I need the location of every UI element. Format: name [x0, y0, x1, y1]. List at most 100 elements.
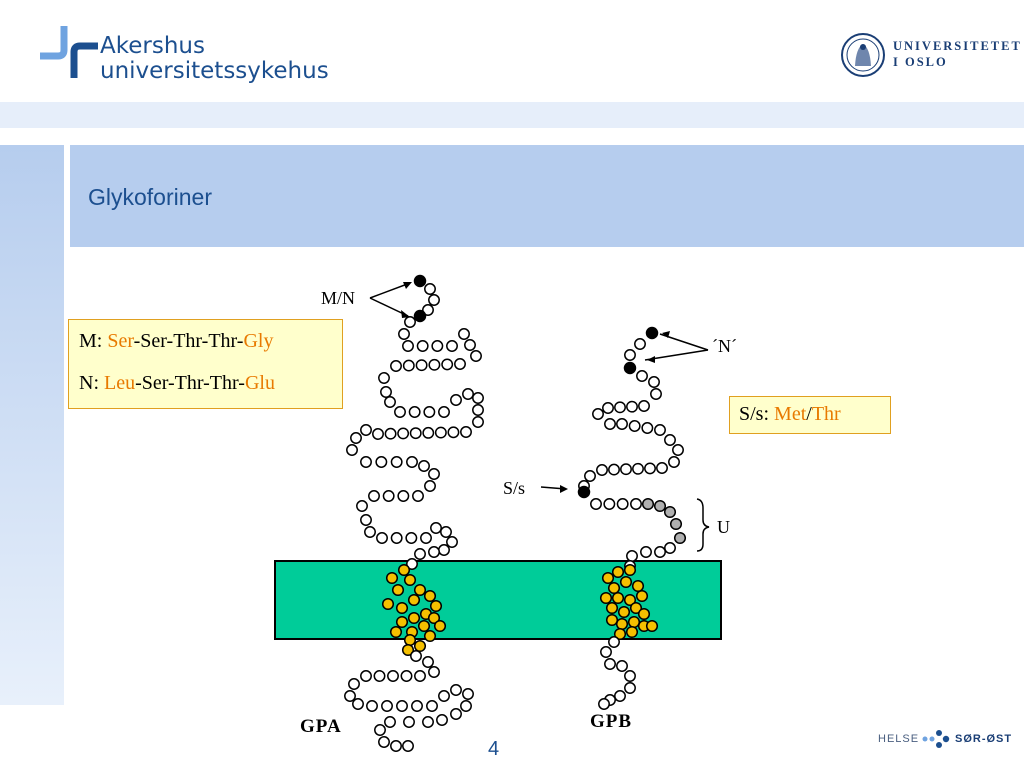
residue-bead: [406, 558, 418, 570]
transmembrane-residue-bead: [423, 589, 437, 603]
transmembrane-residue-bead: [627, 615, 641, 629]
residue-bead: [412, 490, 424, 502]
residue-bead: [418, 460, 430, 472]
residue-bead: [626, 400, 638, 413]
residue-bead: [462, 688, 474, 700]
transmembrane-residue-bead: [623, 563, 637, 577]
page-number: 4: [488, 738, 500, 760]
residue-bead: [356, 500, 368, 512]
residue-bead: [462, 388, 474, 400]
org-name-right: UNIVERSITETET I OSLO: [893, 38, 1022, 70]
residue-bead: [368, 490, 380, 502]
residue-bead: [450, 684, 462, 696]
residue-bead: [441, 358, 454, 371]
m-aa-1: Ser: [107, 330, 134, 352]
residue-bead: [472, 416, 484, 428]
residue-bead: [614, 690, 626, 702]
residue-bead: [608, 463, 620, 476]
residue-bead: [406, 456, 418, 468]
org-name-left-line1: Akershus: [100, 33, 205, 59]
residue-bead: [402, 359, 415, 372]
u-residue-bead: [663, 505, 677, 519]
residue-bead: [428, 358, 441, 371]
residue-bead: [440, 526, 452, 538]
residue-bead: [454, 358, 466, 370]
residue-bead: [346, 444, 358, 456]
transmembrane-residue-bead: [403, 573, 417, 587]
residue-bead: [422, 716, 434, 728]
gpb-chain: [577, 326, 687, 710]
transmembrane-residue-bead: [401, 643, 415, 657]
residue-bead: [428, 546, 440, 558]
residue-bead: [584, 470, 596, 482]
residue-bead: [402, 340, 414, 352]
residue-bead: [628, 420, 641, 432]
residue-bead: [422, 656, 434, 668]
residue-bead: [390, 532, 403, 544]
transmembrane-residue-bead: [625, 625, 639, 639]
residue-bead: [447, 426, 460, 439]
residue-bead: [604, 658, 616, 670]
residue-bead: [446, 536, 458, 548]
transmembrane-residue-bead: [635, 589, 649, 603]
residue-bead: [348, 678, 360, 690]
transmembrane-residue-bead: [413, 639, 427, 653]
nprime-label: ´N´: [712, 336, 737, 356]
residue-bead: [397, 490, 410, 502]
transmembrane-residue-bead: [601, 571, 615, 585]
residue-bead: [350, 432, 362, 444]
residue-bead: [656, 462, 668, 474]
transmembrane-residue-bead: [599, 591, 613, 605]
residue-bead: [384, 427, 397, 440]
m-aa-5: Gly: [243, 330, 274, 352]
residue-bead: [394, 406, 406, 418]
residue-bead: [460, 700, 472, 712]
transmembrane-residue-bead: [611, 591, 625, 605]
residue-bead: [638, 400, 650, 412]
residue-bead: [608, 636, 620, 648]
n-label: N:: [79, 372, 99, 394]
residue-bead: [472, 404, 484, 416]
residue-bead: [398, 328, 410, 340]
residue-bead: [360, 456, 372, 468]
residue-bead: [620, 463, 632, 476]
ss-box-label: S/s:: [739, 403, 770, 425]
residue-bead: [672, 444, 684, 456]
ss-sequence-box: S/s: Met/Thr: [729, 396, 891, 434]
ss-sequence-row: S/s: Met/Thr: [739, 403, 841, 426]
residue-bead: [414, 670, 426, 682]
residue-bead: [616, 418, 628, 430]
transmembrane-residue-bead: [619, 575, 633, 589]
residue-bead: [438, 690, 450, 702]
residue-bead: [630, 498, 642, 510]
residue-bead: [387, 670, 399, 682]
residue-bead: [344, 690, 356, 702]
residue-bead: [664, 434, 676, 446]
m-aa-middle: -Ser-Thr-Thr-: [133, 330, 244, 352]
residue-bead: [614, 401, 626, 414]
residue-bead: [616, 498, 629, 510]
residue-bead: [664, 542, 676, 554]
transmembrane-residue-bead: [427, 611, 441, 625]
transmembrane-residue-bead: [433, 619, 447, 633]
m-sequence-row: M: Ser-Ser-Thr-Thr-Gly: [79, 330, 273, 353]
ss-aa-2: Thr: [811, 403, 841, 425]
residue-bead: [446, 340, 458, 352]
gpa-chain: [344, 274, 484, 752]
residue-bead: [390, 360, 402, 372]
residue-bead: [404, 316, 416, 328]
residue-bead: [352, 698, 364, 710]
residue-bead: [438, 406, 450, 418]
residue-bead: [600, 646, 612, 658]
residue-bead: [374, 724, 386, 736]
residue-bead: [430, 522, 442, 534]
residue-bead: [604, 418, 616, 430]
gpa-label: GPA: [300, 716, 342, 737]
residue-bead: [648, 376, 660, 388]
transmembrane-residue-bead: [645, 619, 659, 633]
residue-bead: [472, 392, 484, 404]
residue-bead: [654, 424, 666, 436]
residue-bead: [422, 426, 435, 439]
residue-bead: [654, 546, 666, 558]
transmembrane-residue-bead: [617, 605, 631, 619]
